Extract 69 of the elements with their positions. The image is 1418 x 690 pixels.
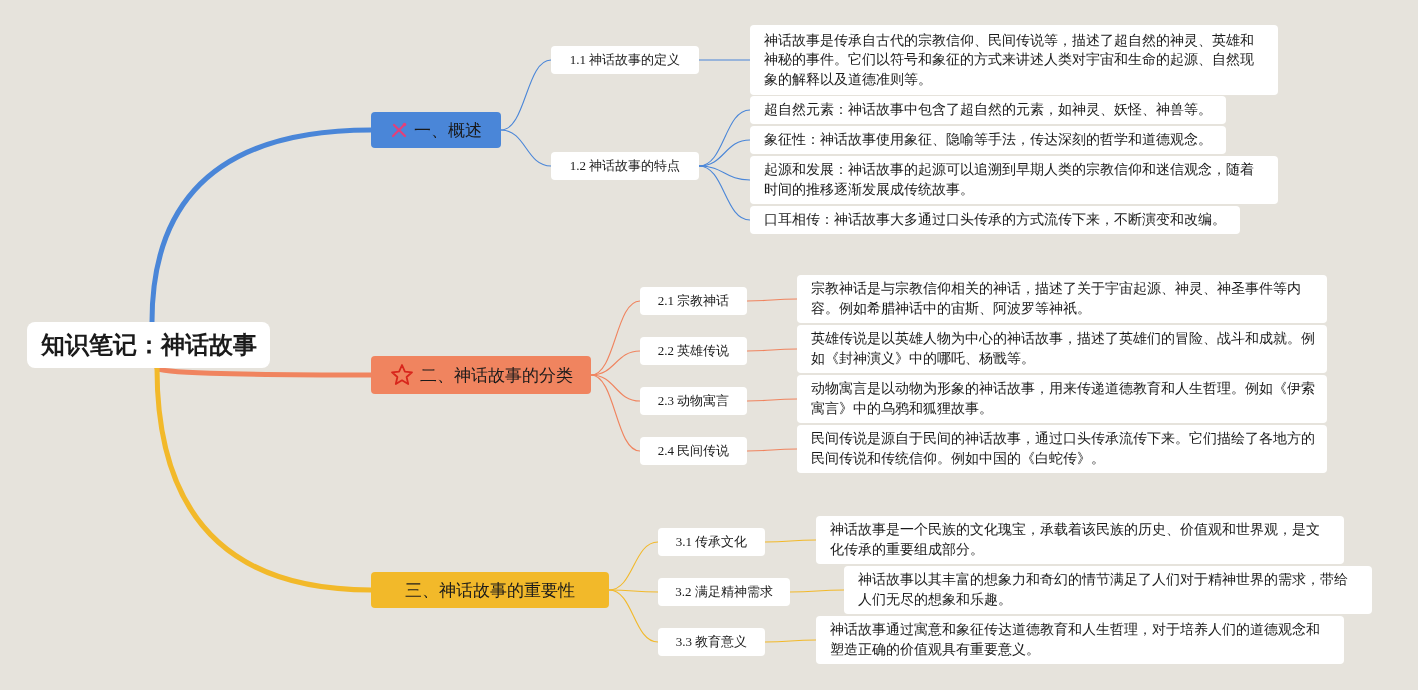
subtopic-box [658,528,765,556]
main-topic-text: 一、概述 [414,118,482,142]
note-box [797,375,1327,423]
note-text: 神话故事是传承自古代的宗教信仰、民间传说等，描述了超自然的神灵、英雄和神秘的事件。它们以符号和象征的方式来讲述人类对宇宙和生命的起源、自然现象的解释以及道德准则等。 [764,30,1255,89]
subtopic-box [640,437,747,465]
main-branch-line [149,127,372,323]
main-topic-box [371,112,501,148]
branch-line [500,59,552,131]
branch-line [698,165,751,221]
subtopic-box [658,628,765,656]
note-text: 口耳相传：神话故事大多通过口头传承的方式流传下来，不断演变和改编。 [764,210,1226,230]
branch-line [590,374,641,452]
note-text: 起源和发展：神话故事的起源可以追溯到早期人类的宗教信仰和迷信观念，随着时间的推移逐渐发展成传统故事。 [764,160,1255,199]
note-box [797,425,1327,473]
note-box [750,206,1240,234]
main-topic-box [371,572,609,608]
branch-line [746,398,798,402]
note-text: 神话故事是一个民族的文化瑰宝，承载着该民族的历史、价值观和世界观，是文化传承的重要组成部分。 [830,520,1321,559]
subtopic-box [640,287,747,315]
note-box [816,516,1344,564]
subtopic-text: 3.1 传承文化 [675,532,748,551]
note-box [750,25,1278,95]
note-box [750,96,1226,124]
branch-line [746,448,798,452]
subtopic-box [640,387,747,415]
subtopic-text: 2.3 动物寓言 [657,391,730,410]
branch-line [608,589,659,593]
note-text: 宗教神话是与宗教信仰相关的神话，描述了关于宇宙起源、神灵、神圣事件等内容。例如希腊神话中的宙斯、阿波罗等神祇。 [811,279,1302,318]
note-text: 超自然元素：神话故事中包含了超自然的元素，如神灵、妖怪、神兽等。 [764,100,1212,120]
central-topic-text: 知识笔记：神话故事 [40,329,257,361]
branch-line [590,374,641,402]
note-text: 神话故事以其丰富的想象力和奇幻的情节满足了人们对于精神世界的需求，带给人们无尽的想象和乐趣。 [858,570,1349,609]
subtopic-text: 2.1 宗教神话 [657,291,730,310]
branch-line [789,589,845,593]
note-box [797,325,1327,373]
main-topic-box [371,356,591,394]
main-topic-text: 二、神话故事的分类 [419,363,573,387]
note-box [797,275,1327,323]
central-topic-box [27,322,270,368]
note-box [816,616,1344,664]
subtopic-text: 1.1 神话故事的定义 [569,50,681,69]
note-text: 英雄传说是以英雄人物为中心的神话故事，描述了英雄们的冒险、战斗和成就。例如《封神演义》中的哪吒、杨戬等。 [811,329,1315,368]
subtopic-text: 1.2 神话故事的特点 [569,156,681,175]
branch-line [698,59,751,61]
branch-line [746,298,798,302]
subtopic-box [640,337,747,365]
main-branch-line [154,367,372,593]
subtopic-text: 3.3 教育意义 [675,632,748,651]
branch-line [698,165,751,181]
subtopic-box [551,46,699,74]
note-text: 象征性：神话故事使用象征、隐喻等手法，传达深刻的哲学和道德观念。 [764,130,1212,150]
note-text: 民间传说是源自于民间的神话故事，通过口头传承流传下来。它们描绘了各地方的民间传说和传统信仰。例如中国的《白蛇传》。 [811,429,1315,468]
subtopic-text: 3.2 满足精神需求 [675,582,773,601]
branch-line [698,139,751,167]
subtopic-box [551,152,699,180]
branch-line [500,129,552,167]
main-topic-text: 三、神话故事的重要性 [405,578,575,602]
note-box [750,126,1226,154]
subtopic-text: 2.2 英雄传说 [657,341,730,360]
subtopic-text: 2.4 民间传说 [657,441,730,460]
note-text: 神话故事通过寓意和象征传达道德教育和人生哲理，对于培养人们的道德观念和塑造正确的价值观具有重要意义。 [830,620,1321,659]
branch-line [608,589,659,643]
note-box [750,156,1278,204]
note-text: 动物寓言是以动物为形象的神话故事，用来传递道德教育和人生哲理。例如《伊索寓言》中的乌鸦和狐狸故事。 [811,379,1315,418]
note-box [844,566,1372,614]
branch-line [764,539,817,543]
subtopic-box [658,578,790,606]
branch-line [746,348,798,352]
branch-line [764,639,817,643]
